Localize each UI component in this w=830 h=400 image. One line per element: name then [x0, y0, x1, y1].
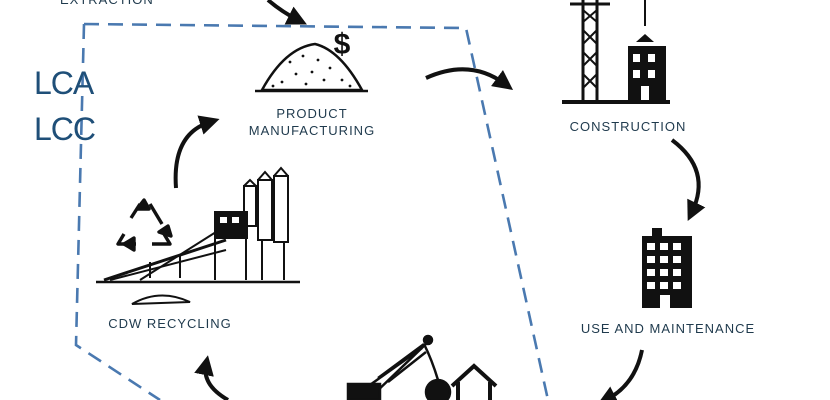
label-product-line1: PRODUCT [276, 106, 348, 121]
excavator-icon [346, 334, 434, 400]
arrow-manufacturing-to-construction [425, 67, 514, 90]
label-construction: CONSTRUCTION [569, 119, 687, 134]
wrecking-ball-icon [422, 343, 452, 400]
arrow-use-to-demolition [597, 349, 644, 400]
recycling-icon [116, 198, 173, 252]
label-lcc: LCC [34, 111, 96, 147]
recycling-plant-icon [96, 166, 300, 305]
arrow-recycling-to-manufacturing [173, 115, 220, 189]
damaged-house-icon [450, 363, 498, 400]
label-product-manufacturing: PRODUCT MANUFACTURING [232, 105, 392, 139]
label-extraction: EXTRACTION [60, 0, 180, 8]
sand-pile-icon [255, 42, 368, 93]
label-product-line2: MANUFACTURING [248, 123, 376, 138]
dollar-icon: $ [334, 28, 351, 61]
arrow-construction-to-use [670, 138, 706, 222]
label-cdw-recycling: CDW RECYCLING [108, 316, 232, 331]
lca-lcc-boundary [74, 22, 550, 400]
label-lca: LCA [34, 65, 94, 101]
office-building-icon [642, 228, 692, 308]
building-under-construction-icon [628, 34, 666, 100]
crane-icon [562, 0, 670, 104]
arrow-extraction-to-manufacturing [266, 0, 307, 25]
label-use-and-maintenance: USE AND MAINTENANCE [580, 321, 756, 336]
arrow-demolition-to-recycling [194, 355, 230, 400]
